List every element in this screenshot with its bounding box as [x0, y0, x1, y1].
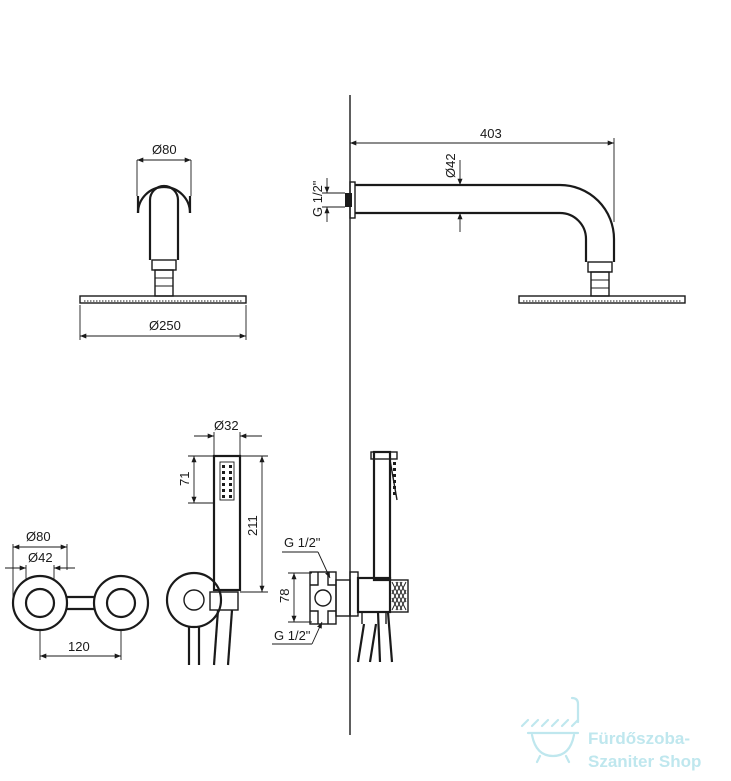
- dim-head-top-dia: Ø80: [152, 142, 177, 157]
- dim-hand-shower-len: 211: [245, 515, 260, 536]
- dim-arm-thread: G 1/2": [310, 180, 325, 217]
- hand-shower-front-view: Ø32 71 211: [165, 418, 268, 666]
- watermark-line2: Szaniter Shop: [588, 752, 701, 771]
- dim-hand-head-len: 71: [177, 472, 192, 486]
- mixer-front-view: Ø80 Ø42 120: [5, 529, 150, 660]
- dim-inlet-height: 78: [277, 589, 292, 603]
- dim-head-dia: Ø250: [149, 318, 181, 333]
- dim-mixer-spacing: 120: [68, 639, 90, 654]
- dim-arm-length: 403: [480, 126, 502, 141]
- outlet-side-view: G 1/2" 78 G 1/2": [272, 450, 409, 663]
- dim-mixer-outer-dia: Ø80: [26, 529, 51, 544]
- watermark-line1: Fürdőszoba-: [588, 729, 690, 748]
- bathtub-logo-icon: [520, 696, 580, 764]
- dim-arm-dia: Ø42: [443, 153, 458, 178]
- dim-inlet-top-thread: G 1/2": [284, 535, 321, 550]
- dim-hand-shower-dia: Ø32: [214, 418, 239, 433]
- dim-inlet-bottom-thread: G 1/2": [274, 628, 311, 643]
- dim-mixer-inner-dia: Ø42: [28, 550, 53, 565]
- watermark: Fürdőszoba- Szaniter Shop: [520, 696, 701, 771]
- shower-arm-side-view: 403 Ø42 G 1/2": [310, 126, 686, 304]
- shower-head-front-view: Ø80 Ø250: [79, 142, 247, 340]
